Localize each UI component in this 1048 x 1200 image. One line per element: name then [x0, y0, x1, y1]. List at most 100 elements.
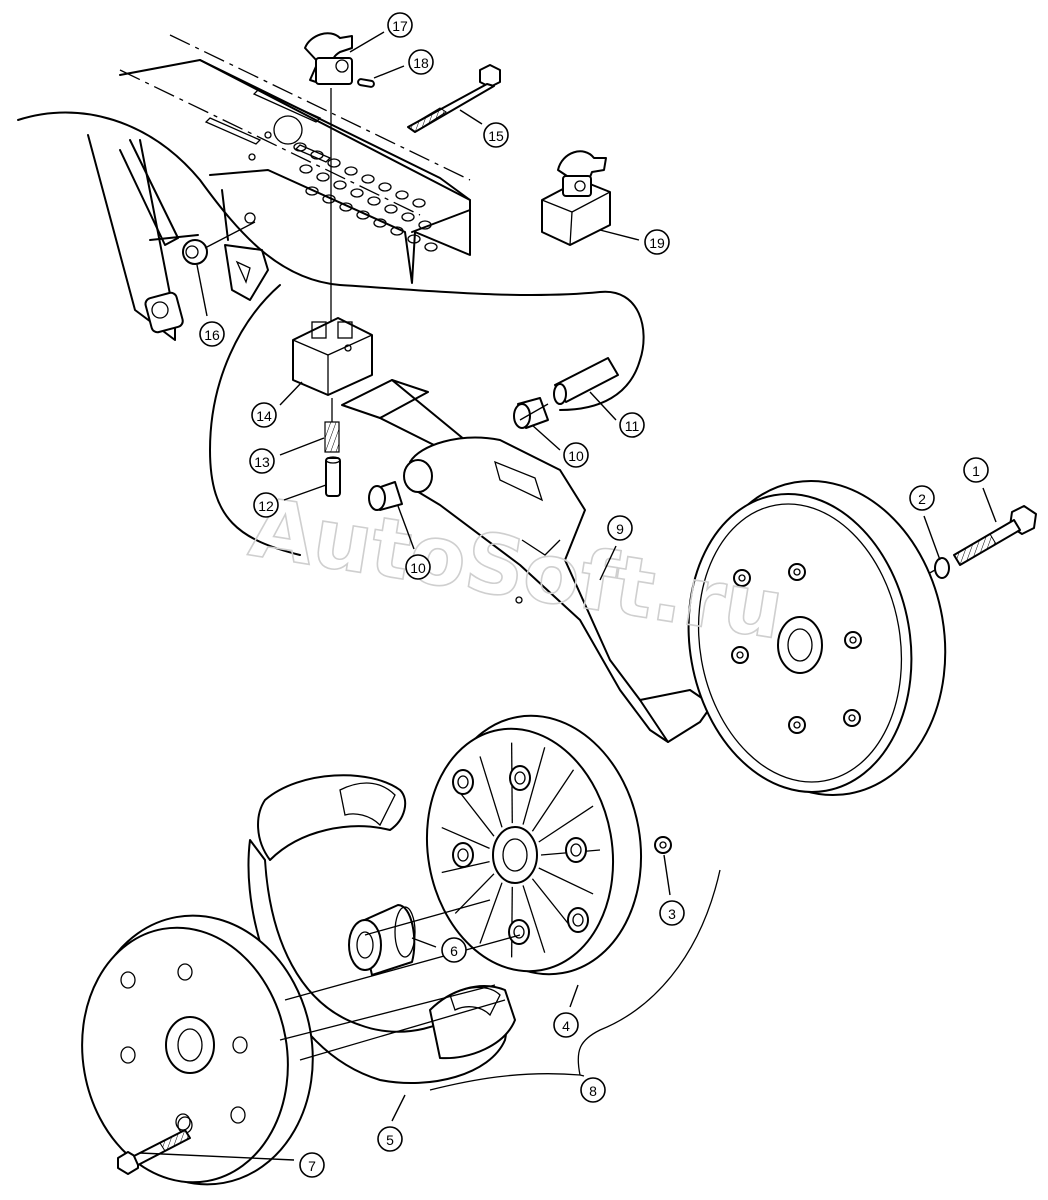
callout-leader	[599, 545, 617, 581]
part-6-bearing	[348, 904, 416, 976]
callout-19: 19	[599, 229, 670, 255]
wheel-lower	[81, 899, 521, 1186]
callout-circle	[963, 457, 989, 483]
callout-circle	[408, 49, 434, 75]
part-11-sleeve	[519, 357, 619, 421]
callout-18: 18	[373, 49, 434, 79]
part-7-bolt	[117, 1129, 191, 1175]
part-14-block	[292, 317, 373, 396]
callout-leader	[459, 109, 483, 125]
callout-leader	[279, 437, 325, 456]
callout-6: 6	[411, 937, 467, 963]
callout-number: 14	[256, 408, 272, 424]
part-10-bushing-lower	[368, 481, 403, 511]
callout-12: 12	[253, 484, 327, 518]
callout-13: 13	[249, 437, 325, 474]
callout-leader	[139, 1152, 295, 1161]
callout-leader	[531, 424, 561, 451]
callout-leader	[663, 854, 671, 896]
callout-number: 11	[625, 418, 640, 434]
callout-number: 8	[589, 1083, 597, 1099]
callout-circle	[553, 1012, 579, 1038]
callout-number: 19	[649, 235, 665, 251]
callout-leader	[373, 65, 405, 79]
callout-number: 6	[450, 943, 458, 959]
wheel-upper	[687, 479, 947, 797]
callout-8: 8	[579, 1074, 606, 1103]
callout-circle	[377, 1126, 403, 1152]
callout-number: 4	[562, 1018, 570, 1034]
callout-circle	[299, 1152, 325, 1178]
callout-5: 5	[377, 1094, 406, 1152]
callout-number: 17	[392, 18, 408, 34]
callout-leader	[589, 391, 617, 421]
callout-number: 15	[488, 128, 504, 144]
callout-3: 3	[659, 854, 685, 926]
callout-leader	[982, 487, 997, 523]
part-9-arm	[341, 379, 713, 743]
callout-7: 7	[139, 1152, 325, 1178]
callout-circle	[251, 402, 277, 428]
callout-circle	[199, 321, 225, 347]
callout-leader	[349, 31, 385, 53]
callout-circle	[405, 554, 431, 580]
callout-leader	[599, 229, 640, 241]
callout-9: 9	[599, 515, 633, 581]
callout-leader	[923, 515, 941, 561]
part-4-hub-disc	[425, 714, 643, 976]
part-3-nut	[654, 836, 672, 854]
callout-leader	[579, 1074, 585, 1077]
callout-number: 12	[258, 498, 274, 514]
callout-number: 3	[668, 906, 676, 922]
callout-leader	[279, 381, 303, 406]
part-1-bolt	[953, 505, 1037, 566]
callout-number: 13	[254, 454, 270, 470]
callout-circle	[387, 12, 413, 38]
callout-circle	[483, 122, 509, 148]
callout-leader	[569, 984, 579, 1008]
callout-16: 16	[196, 264, 225, 347]
callout-number: 18	[413, 55, 429, 71]
part-5-tire	[247, 774, 516, 1084]
part-18-pin	[357, 78, 375, 88]
callout-4: 4	[553, 984, 579, 1038]
callout-14: 14	[251, 381, 303, 428]
callout-1: 1	[963, 457, 997, 523]
callout-leader	[397, 505, 415, 550]
callout-circle	[253, 492, 279, 518]
callout-leader	[391, 1094, 406, 1122]
callout-15: 15	[459, 109, 509, 148]
part-12-pin	[325, 456, 341, 497]
part-17-latch	[304, 32, 353, 340]
callout-number: 1	[972, 463, 980, 479]
callout-circle	[644, 229, 670, 255]
callout-number: 7	[308, 1158, 316, 1174]
callout-10: 10	[397, 505, 431, 580]
callout-number: 9	[616, 521, 624, 537]
callout-17: 17	[349, 12, 413, 53]
callout-leader	[411, 937, 437, 948]
callout-number: 5	[386, 1132, 394, 1148]
part-13-spring	[324, 398, 340, 453]
callout-number: 10	[568, 448, 584, 464]
callout-circle	[619, 412, 645, 438]
part-15-bolt	[407, 64, 501, 133]
callout-11: 11	[589, 391, 645, 438]
callout-circle	[659, 900, 685, 926]
callout-number: 16	[204, 327, 220, 343]
callout-circle	[607, 515, 633, 541]
callout-circle	[563, 442, 589, 468]
callout-circle	[580, 1077, 606, 1103]
callout-leader	[283, 484, 327, 501]
frame-beam	[17, 34, 645, 556]
callout-number: 2	[918, 491, 926, 507]
callout-leader	[196, 264, 208, 317]
callout-circle	[441, 937, 467, 963]
callout-circle	[909, 485, 935, 511]
part-19-latch-block	[541, 150, 611, 246]
part-16-nut	[182, 212, 256, 265]
callout-number: 10	[410, 560, 426, 576]
callout-circle	[249, 448, 275, 474]
